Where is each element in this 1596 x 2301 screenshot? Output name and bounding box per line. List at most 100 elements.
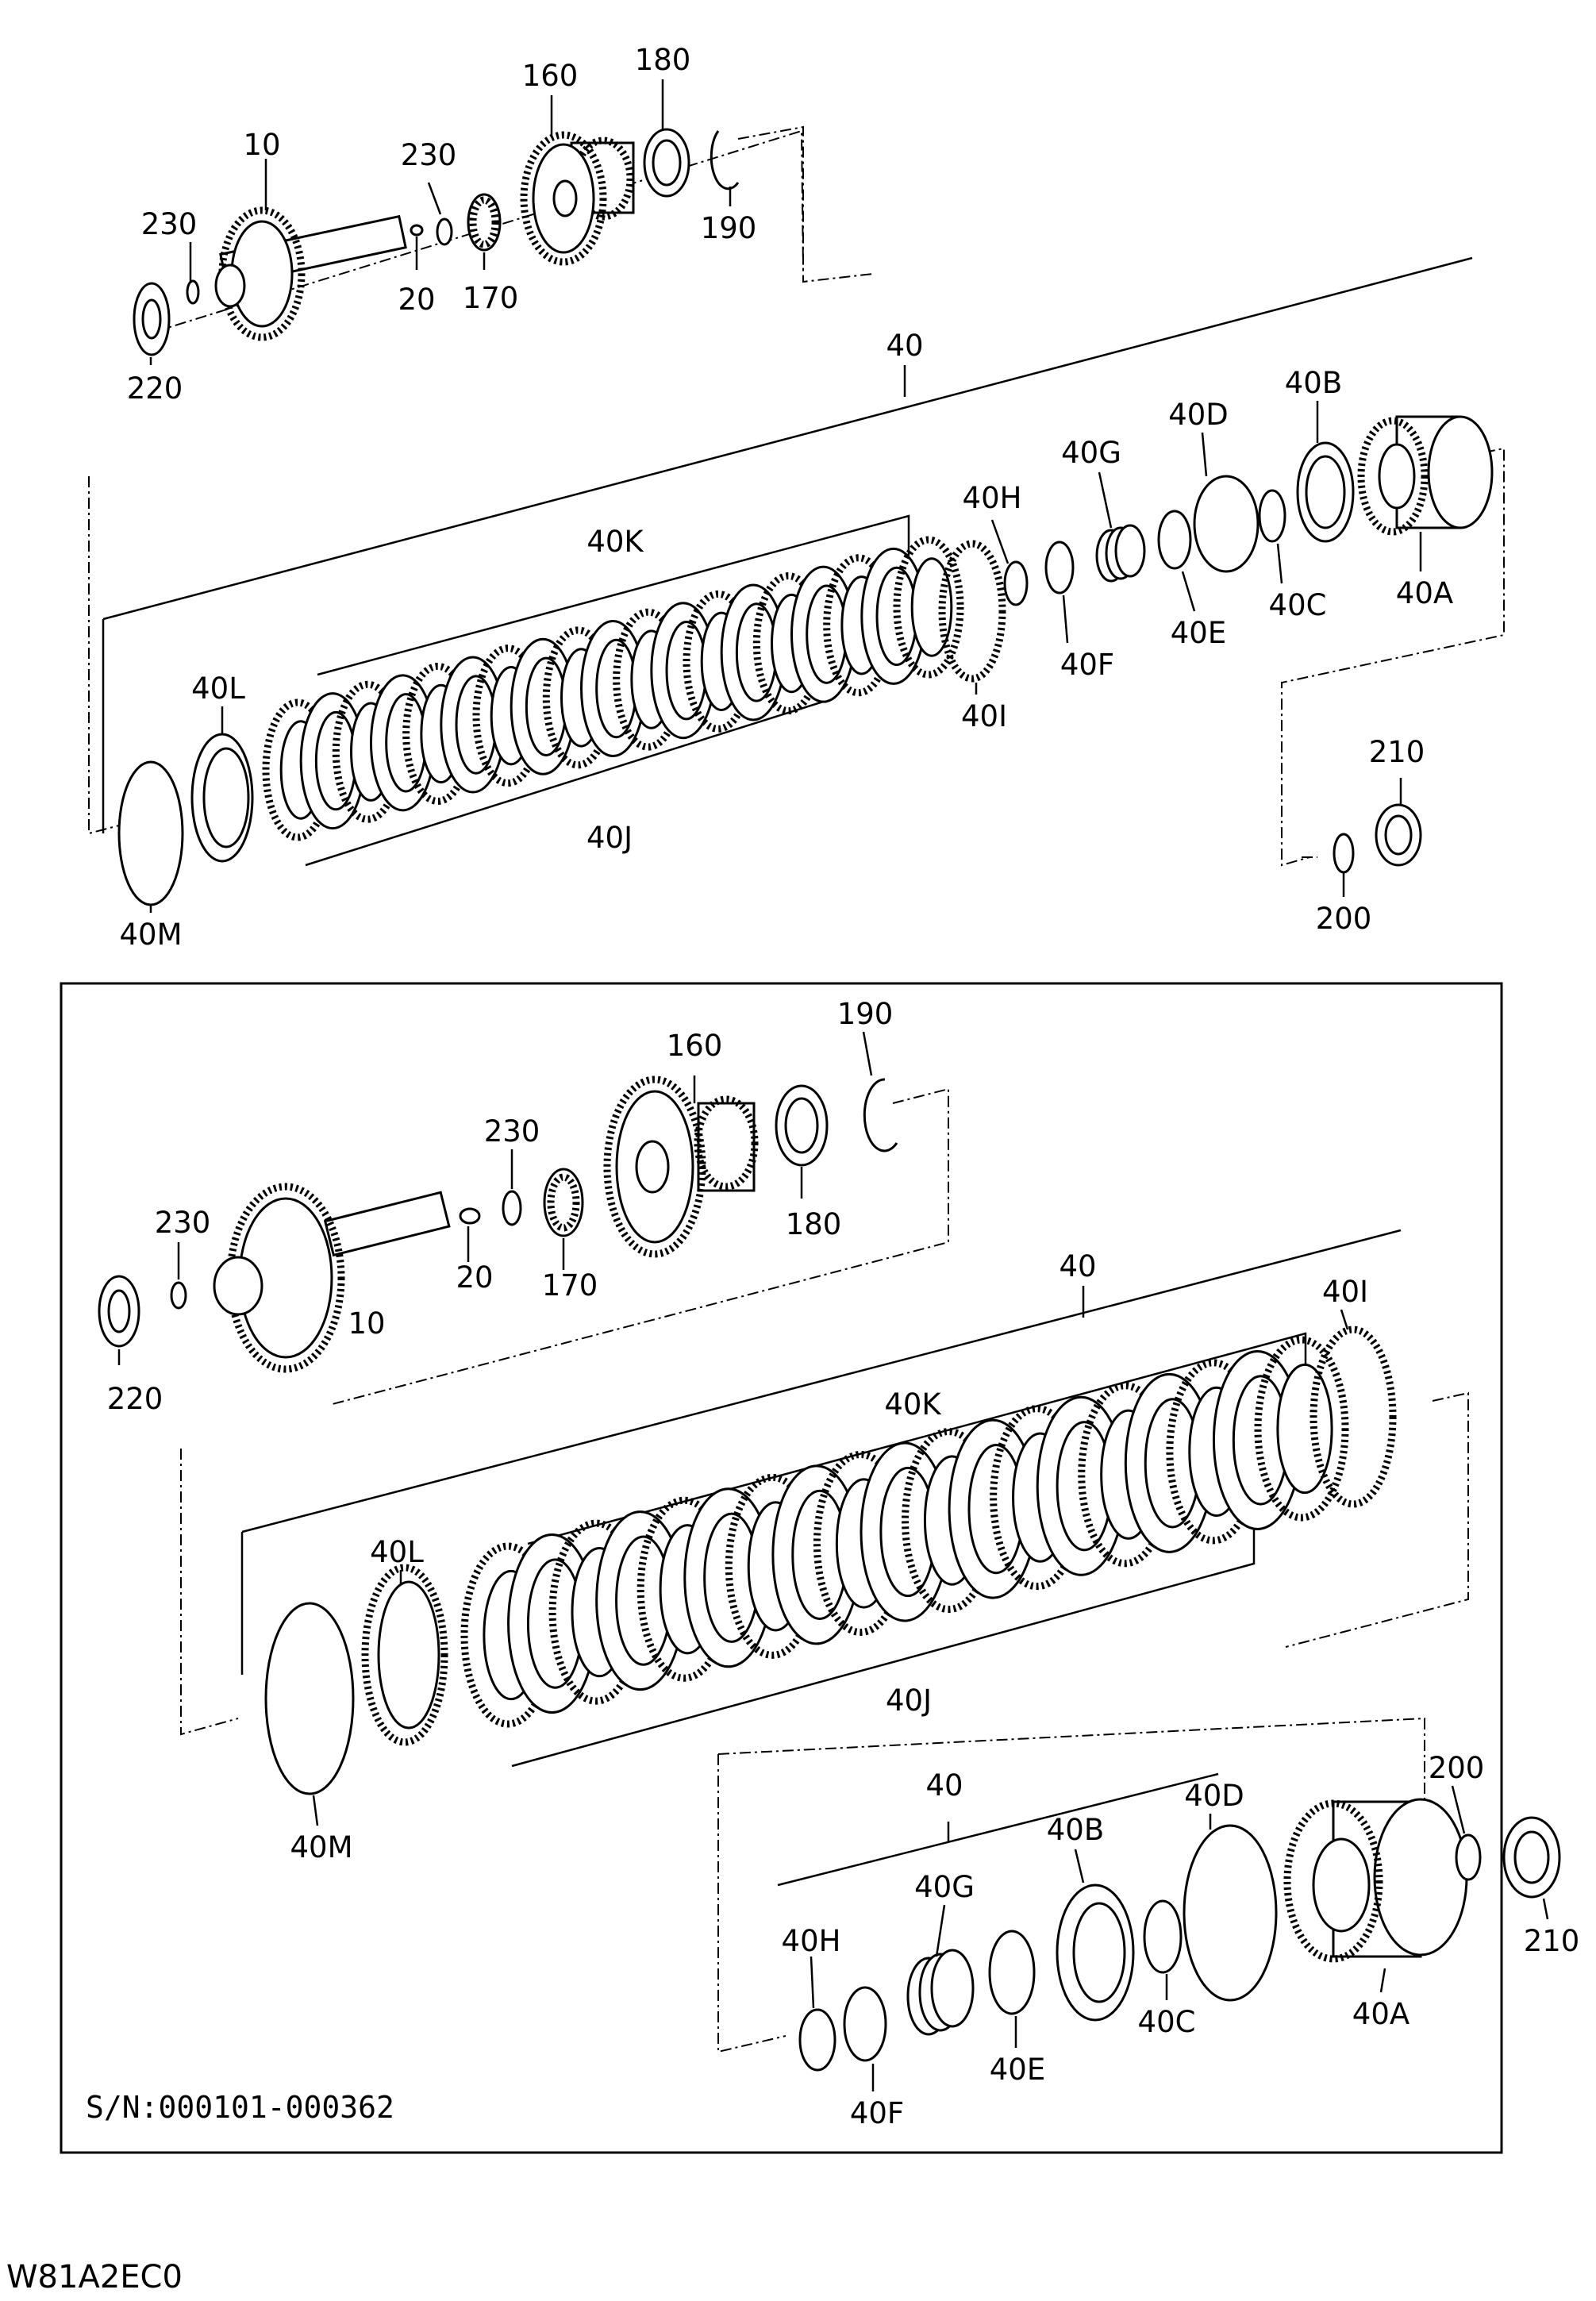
inset-oring-40d: [1183, 1824, 1278, 2002]
inset-gear-160: [603, 1075, 759, 1258]
friction-plate: [1254, 1336, 1349, 1522]
inset-label-40m: 40M: [290, 1830, 352, 1864]
label-220: 220: [127, 371, 183, 406]
inset-label-40g: 40G: [914, 1870, 975, 1904]
label-40b: 40B: [1285, 366, 1342, 400]
plate-40i: [938, 540, 1006, 683]
oring-40m: [117, 760, 184, 906]
label-40a: 40A: [1396, 576, 1453, 610]
label-40f: 40F: [1060, 648, 1114, 682]
inset-label-160: 160: [667, 1029, 723, 1063]
inset-label-180: 180: [786, 1207, 842, 1241]
label-20: 20: [398, 283, 435, 317]
label-40g: 40G: [1061, 436, 1121, 470]
snap-ring-190: [710, 130, 740, 190]
inset-label-10: 10: [348, 1306, 385, 1341]
inset-label-40-sub: 40: [925, 1768, 963, 1803]
inset-frame: [60, 982, 1503, 2154]
bearing-210: [1375, 803, 1422, 867]
inset-serial-variant: 230 230 20 170 10 220 160 180 190 40 40K…: [60, 982, 1580, 2154]
shaft-10: [133, 206, 407, 356]
label-40h: 40H: [963, 481, 1022, 515]
label-40d: 40D: [1168, 398, 1229, 432]
inset-oring-40c: [1143, 1899, 1183, 1974]
inset-label-220: 220: [107, 1382, 163, 1416]
oring-40d: [1193, 475, 1259, 573]
inset-label-200: 200: [1429, 1751, 1485, 1785]
inset-label-40k: 40K: [884, 1387, 942, 1422]
inset-ring-40e: [988, 1930, 1036, 2015]
plate-bore: [1276, 1363, 1333, 1495]
clutch-pack-top: [262, 514, 964, 867]
inset-label-230: 230: [484, 1114, 540, 1149]
inset-pin-20: [459, 1207, 481, 1225]
serial-note: S/N:000101-000362: [86, 2090, 394, 2125]
top-assembly: 10 230 230 20 170 220 160 180 190 40 40K…: [88, 43, 1505, 952]
inset-plate-40l: [361, 1564, 448, 1746]
inset-ring-40h: [798, 2008, 836, 2072]
inset-label-40l: 40L: [370, 1535, 424, 1569]
label-40i: 40I: [961, 699, 1007, 733]
label-40m: 40M: [119, 918, 182, 952]
inset-snap-ring-200: [1455, 1833, 1482, 1881]
inset-label-40e: 40E: [990, 2053, 1045, 2087]
inset-label-40d: 40D: [1184, 1779, 1244, 1813]
spring-40g: [1095, 524, 1146, 583]
ring-40f: [1044, 541, 1075, 594]
inset-label-20: 20: [456, 1260, 493, 1295]
gear-160: [520, 131, 635, 266]
label-40: 40: [886, 329, 923, 363]
inset-label-170: 170: [542, 1268, 598, 1302]
label-200: 200: [1316, 902, 1372, 936]
snap-ring-200: [1333, 833, 1355, 874]
label-170: 170: [463, 281, 519, 315]
inset-shaft-10: [98, 1183, 451, 1373]
inset-label-40f: 40F: [850, 2096, 904, 2130]
label-190: 190: [701, 211, 757, 245]
label-40k: 40K: [586, 525, 644, 559]
inset-needle-bearing-170: [543, 1168, 584, 1237]
inset-label-40h: 40H: [782, 1924, 841, 1958]
inset-oring-40m: [264, 1602, 355, 1795]
label-40e: 40E: [1171, 616, 1226, 650]
ring-40h: [1003, 560, 1029, 606]
plate-bore: [910, 557, 953, 657]
inset-label-190: 190: [837, 997, 894, 1031]
inset-bearing-210: [1502, 1816, 1561, 1899]
pin-20: [410, 224, 424, 237]
inset-plate-40i: [1309, 1326, 1397, 1508]
inset-label-40c: 40C: [1138, 2005, 1196, 2039]
diagram-code: W81A2EC0: [6, 2259, 183, 2295]
inset-spring-40g: [906, 1949, 975, 2036]
oring-40c: [1258, 489, 1286, 543]
label-40c: 40C: [1269, 588, 1327, 622]
inset-label-210: 210: [1524, 1924, 1580, 1958]
label-40l: 40L: [191, 671, 245, 706]
inset-snap-ring-190: [863, 1078, 898, 1152]
label-210: 210: [1369, 735, 1425, 769]
ring-40e: [1157, 510, 1192, 570]
inset-label-40: 40: [1059, 1249, 1096, 1283]
label-40j: 40J: [586, 821, 633, 855]
label-230: 230: [401, 138, 457, 172]
drum-40a: [1357, 415, 1494, 536]
inset-ring-230: [502, 1190, 522, 1226]
friction-plate: [893, 536, 964, 679]
label-10: 10: [243, 128, 280, 162]
ring-230: [436, 217, 453, 246]
needle-bearing-170: [467, 193, 502, 252]
inset-label-40a: 40A: [1352, 1997, 1409, 2031]
inset-drum-40a: [1283, 1798, 1468, 1963]
inset-piston-40b: [1056, 1884, 1135, 2022]
inset-label-40b: 40B: [1047, 1813, 1104, 1847]
inset-label-230: 230: [155, 1206, 211, 1240]
label-160: 160: [522, 59, 579, 93]
label-230: 230: [141, 207, 198, 241]
clutch-pack-inset: [460, 1332, 1349, 1768]
inset-label-40i: 40I: [1322, 1275, 1368, 1309]
inset-ring-40f: [843, 1986, 887, 2062]
inset-bearing-180: [775, 1084, 829, 1167]
bearing-180: [643, 128, 690, 198]
label-180: 180: [635, 43, 691, 77]
